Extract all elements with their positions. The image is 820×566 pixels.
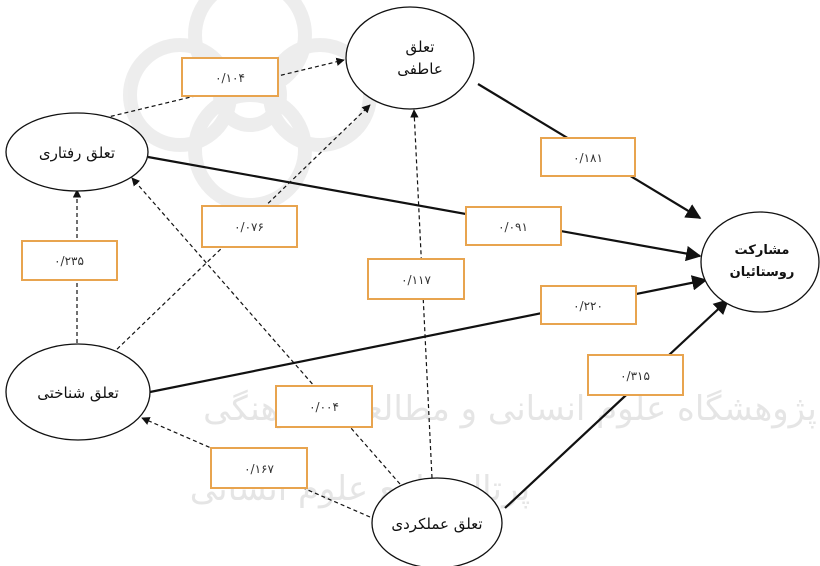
edge-functional-behavioral	[131, 177, 401, 485]
edge-label-functional-emotional: ۰/۱۱۷	[367, 258, 465, 300]
path-coefficient: ۰/۱۱۷	[401, 273, 431, 287]
edge-label-functional-participation: ۰/۳۱۵	[587, 354, 684, 396]
path-coefficient: ۰/۲۳۵	[54, 254, 84, 268]
node-cognitive: تعلق شناختی	[5, 343, 151, 441]
edge-label-emotional-participation: ۰/۱۸۱	[540, 137, 636, 177]
edge-label-cognitive-behavioral: ۰/۲۳۵	[21, 240, 118, 281]
edge-label-behavioral-emotional: ۰/۱۰۴	[181, 57, 279, 97]
nodes: تعلق عاطفی تعلق رفتاری مشارکت روستائیان …	[5, 6, 820, 566]
edge-label-cognitive-participation: ۰/۲۲۰	[540, 285, 637, 325]
path-coefficient: ۰/۱۸۱	[573, 151, 603, 165]
node-participation: مشارکت روستائیان	[700, 211, 820, 313]
node-label: روستائیان	[730, 265, 795, 280]
edge-label-cognitive-emotional: ۰/۰۷۶	[201, 205, 298, 248]
edge-cognitive-emotional	[111, 104, 371, 355]
path-coefficient: ۰/۳۱۵	[620, 369, 650, 383]
edge-behavioral-participation	[147, 155, 702, 262]
path-coefficient: ۰/۱۰۴	[215, 71, 245, 85]
path-coefficient: ۰/۱۶۷	[244, 462, 274, 476]
path-coefficient: ۰/۲۲۰	[573, 299, 603, 313]
node-functional: تعلق عملکردی	[371, 477, 503, 566]
node-label: عاطفی	[397, 60, 443, 78]
path-coefficient: ۰/۰۰۴	[309, 400, 339, 414]
node-label: مشارکت	[735, 243, 790, 258]
edge-label-behavioral-participation: ۰/۰۹۱	[465, 206, 562, 246]
node-emotional: تعلق عاطفی	[345, 6, 475, 110]
node-label: تعلق شناختی	[37, 384, 119, 402]
node-label: تعلق عملکردی	[391, 515, 482, 533]
node-label: تعلق رفتاری	[39, 144, 115, 162]
path-coefficient: ۰/۰۷۶	[234, 220, 264, 234]
node-behavioral: تعلق رفتاری	[5, 112, 149, 192]
edges	[72, 57, 730, 518]
edge-behavioral-emotional	[103, 57, 345, 119]
edge-labels: ۰/۱۰۴ ۰/۱۸۱ ۰/۰۹۱ ۰/۲۳۵ ۰/۰۷۶ ۰/۱۱۷	[21, 57, 684, 489]
path-coefficient: ۰/۰۹۱	[498, 220, 528, 234]
edge-label-functional-behavioral: ۰/۰۰۴	[275, 385, 373, 428]
node-label: تعلق	[406, 38, 435, 56]
edge-functional-participation	[504, 298, 730, 509]
edge-label-functional-cognitive: ۰/۱۶۷	[210, 447, 308, 489]
